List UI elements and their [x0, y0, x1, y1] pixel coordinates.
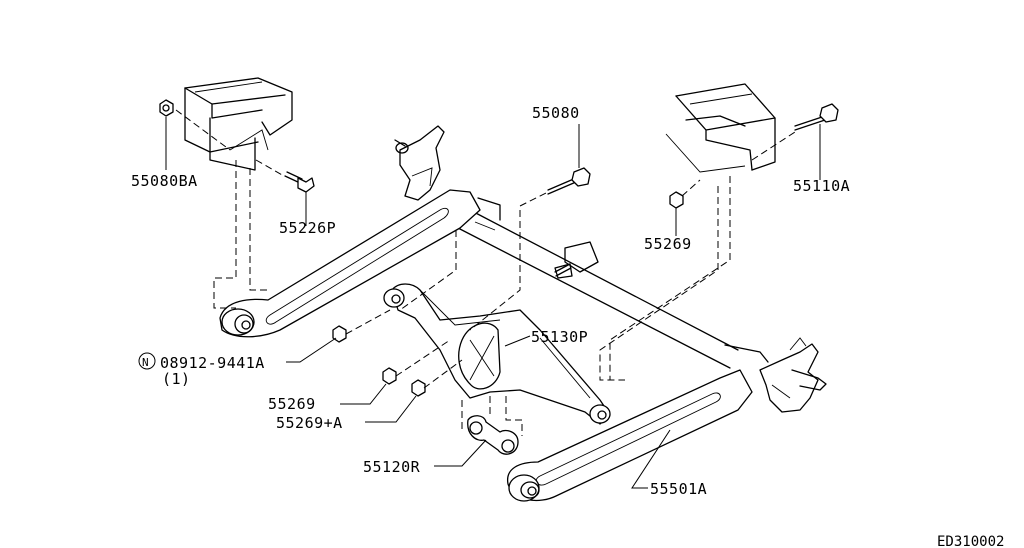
left-body-member: [184, 77, 293, 171]
label-55080BA: 55080BA: [131, 172, 198, 190]
label-55269A: 55269+A: [276, 414, 343, 432]
label-55080: 55080: [532, 104, 580, 122]
left-trailing-arm: [219, 125, 481, 338]
label-55226P: 55226P: [279, 219, 336, 237]
diagram-code: ED310002: [937, 534, 1004, 548]
part-labels: 55080BA 55226P 55080 55110A 55269 N 0891…: [131, 104, 1004, 548]
n-prefix: N: [142, 356, 149, 369]
right-body-member: [665, 83, 776, 173]
center-support-bracket: [383, 283, 611, 425]
right-trailing-arm: [507, 337, 827, 502]
label-08912-qty: (1): [162, 370, 191, 388]
label-55110A: 55110A: [793, 177, 850, 195]
label-55120R: 55120R: [363, 458, 421, 476]
label-55130P: 55130P: [531, 328, 588, 346]
rear-crossmember: [457, 197, 769, 369]
label-08912: 08912-9441A: [160, 354, 265, 372]
label-55269-mid: 55269: [268, 395, 316, 413]
leader-lines: [165, 117, 821, 489]
bolts-and-nuts: [159, 99, 839, 397]
label-08912-group: N 08912-9441A (1): [138, 352, 265, 388]
label-55269-top: 55269: [644, 235, 692, 253]
n-circle-icon: [138, 352, 156, 370]
assembly-dashed-lines: [175, 109, 796, 436]
lateral-link: [467, 415, 519, 455]
label-55501A: 55501A: [650, 480, 707, 498]
